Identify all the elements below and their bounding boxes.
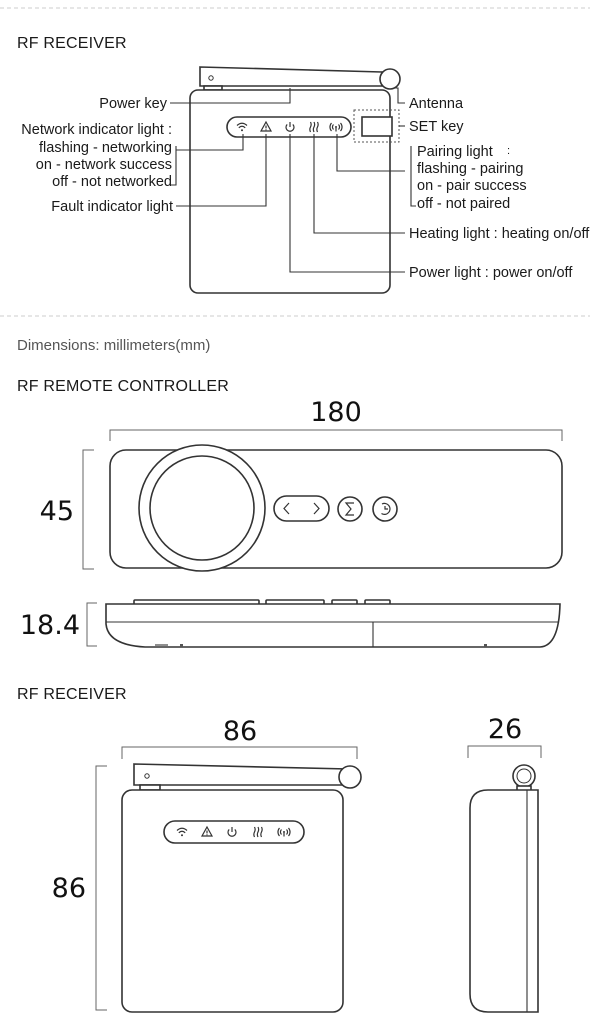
- remote-thickness-value: 18.4: [20, 610, 80, 641]
- remote-nav-rocker: [273, 495, 330, 522]
- remote-sum-button: [337, 496, 363, 522]
- receiver-front-panel: [163, 820, 305, 844]
- receiver-height-value: 86: [52, 873, 86, 904]
- remote-side-view: [105, 599, 561, 648]
- fault-light-label: Fault indicator light: [51, 199, 173, 215]
- heating-light-label: Heating light : heating on/off: [409, 226, 590, 242]
- sigma-icon: [344, 502, 354, 516]
- pairing-flashing-label: flashing - pairing: [417, 161, 523, 177]
- chevron-left-icon: [283, 502, 290, 515]
- chevron-right-icon: [313, 502, 320, 515]
- network-light-label: Network indicator light :: [21, 122, 172, 138]
- antenna-label: Antenna: [409, 96, 464, 112]
- power-key-label: Power key: [99, 96, 167, 112]
- pairing-off-label: off - not paired: [417, 196, 510, 212]
- pairing-light-label: Pairing light: [417, 144, 493, 160]
- section3-title: RF RECEIVER: [17, 686, 127, 703]
- remote-length-value: 180: [310, 397, 362, 428]
- receiver-depth-value: 26: [488, 714, 522, 745]
- remote-height-value: 45: [40, 496, 74, 527]
- set-key: [361, 116, 393, 137]
- receiver-front-body: [121, 789, 344, 1013]
- receiver-width-value: 86: [223, 716, 257, 747]
- network-on-label: on - network success: [36, 157, 172, 173]
- timer-icon: [381, 502, 391, 515]
- remote-dial-inner: [149, 455, 255, 561]
- network-off-label: off - not networked: [52, 174, 172, 190]
- network-flashing-label: flashing - networking: [39, 140, 172, 156]
- receiver-antenna: [199, 66, 401, 91]
- pairing-on-label: on - pair success: [417, 178, 527, 194]
- section2-title: RF REMOTE CONTROLLER: [17, 378, 229, 395]
- dimensions-note: Dimensions: millimeters(mm): [17, 337, 210, 354]
- power-light-label: Power light : power on/off: [409, 265, 573, 281]
- set-key-label: SET key: [409, 119, 464, 135]
- receiver-light-panel: [226, 116, 352, 138]
- receiver-front-antenna: [133, 763, 362, 791]
- pairing-colon: :: [507, 145, 510, 157]
- section1-title: RF RECEIVER: [17, 35, 127, 52]
- receiver-side-view: [469, 764, 539, 1013]
